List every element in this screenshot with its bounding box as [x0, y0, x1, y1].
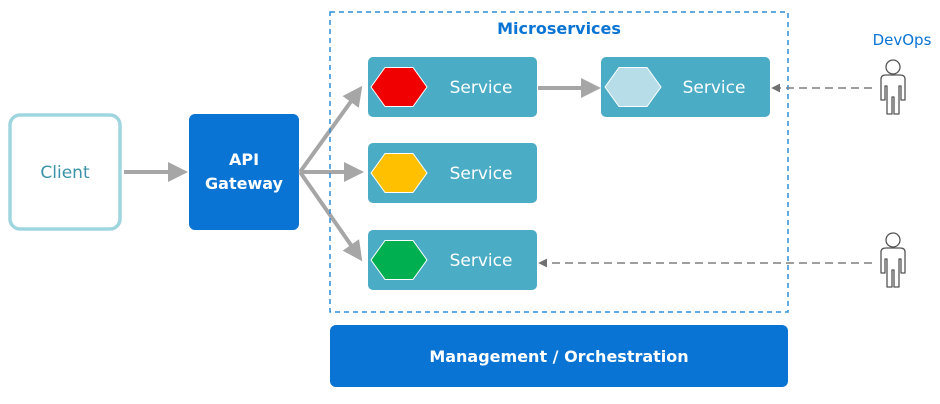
microservices-title: Microservices [497, 19, 621, 38]
microservices-container: Microservices [329, 11, 789, 313]
service-node-red: Service [368, 57, 537, 117]
person-icon [880, 232, 906, 288]
client-label: Client [40, 163, 90, 183]
hexagon-icon [370, 67, 428, 107]
service-label: Service [683, 78, 746, 98]
gateway-label-line2: Gateway [205, 174, 284, 193]
gateway-label-line1: API [229, 150, 259, 169]
service-label: Service [450, 78, 513, 98]
client-node: Client [8, 113, 122, 231]
person-icon [880, 59, 906, 115]
service-node-light: Service [601, 57, 770, 117]
hexagon-icon [604, 67, 662, 107]
management-orchestration-bar: Management / Orchestration [330, 325, 788, 387]
service-label: Service [450, 251, 513, 271]
devops-label: DevOps [873, 31, 932, 49]
hexagon-icon [370, 153, 428, 193]
service-node-yellow: Service [368, 143, 537, 203]
hexagon-icon [370, 240, 428, 280]
service-node-green: Service [368, 230, 537, 290]
management-label: Management / Orchestration [429, 347, 688, 366]
api-gateway-node: API Gateway [189, 114, 299, 230]
gateway-to-service-green-arrow [298, 170, 363, 262]
service-label: Service [450, 164, 513, 184]
